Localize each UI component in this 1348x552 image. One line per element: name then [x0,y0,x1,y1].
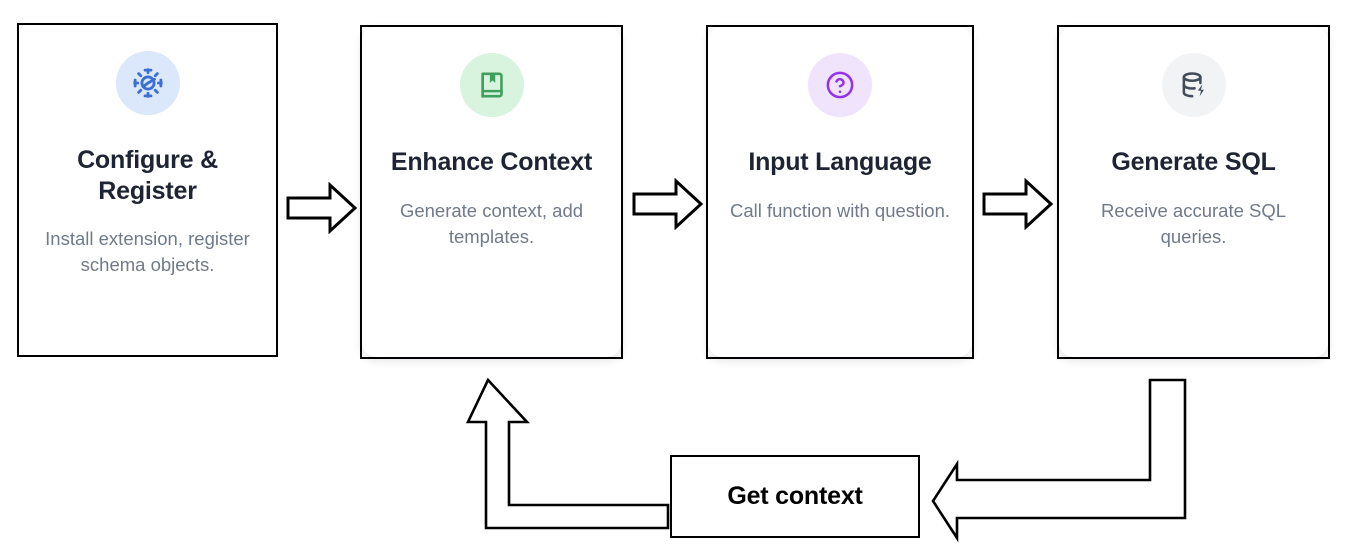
arrow-right-icon-step2-step3 [632,178,704,230]
get-context-box[interactable]: Get context [670,455,920,538]
step-title: Configure & Register [77,146,218,205]
step-title: Generate SQL [1111,148,1276,176]
step-description: Call function with question. [729,199,951,221]
step-card-configure-register[interactable]: Configure & Register Install extension, … [17,23,278,357]
get-context-label: Get context [727,482,863,510]
arrow-right-icon-step1-step2 [286,182,358,234]
arrow-right-icon-step3-step4 [982,178,1054,230]
elbow-arrow-left-icon-step4-getcontext [930,374,1220,552]
step-card-body: Configure & Register Install extension, … [19,25,276,355]
elbow-arrow-up-icon-getcontext-step2 [450,374,680,552]
question-circle-icon [808,53,872,117]
step-card-body: Input Language Call function with questi… [708,27,972,357]
gear-icon [115,51,180,115]
book-bookmark-icon [459,53,524,117]
step-title: Enhance Context [390,148,593,176]
step-card-input-language[interactable]: Input Language Call function with questi… [706,25,974,359]
database-bolt-icon [1161,53,1226,117]
step-description: Generate context, add templates. [399,199,584,247]
step-card-body: Enhance Context Generate context, add te… [362,27,621,357]
step-card-body: Generate SQL Receive accurate SQL querie… [1059,27,1328,357]
step-card-generate-sql[interactable]: Generate SQL Receive accurate SQL querie… [1057,25,1330,359]
step-description: Receive accurate SQL queries. [1100,199,1287,247]
step-description: Install extension, register schema objec… [45,228,250,276]
step-card-enhance-context[interactable]: Enhance Context Generate context, add te… [360,25,623,359]
step-title: Input Language [748,148,932,176]
